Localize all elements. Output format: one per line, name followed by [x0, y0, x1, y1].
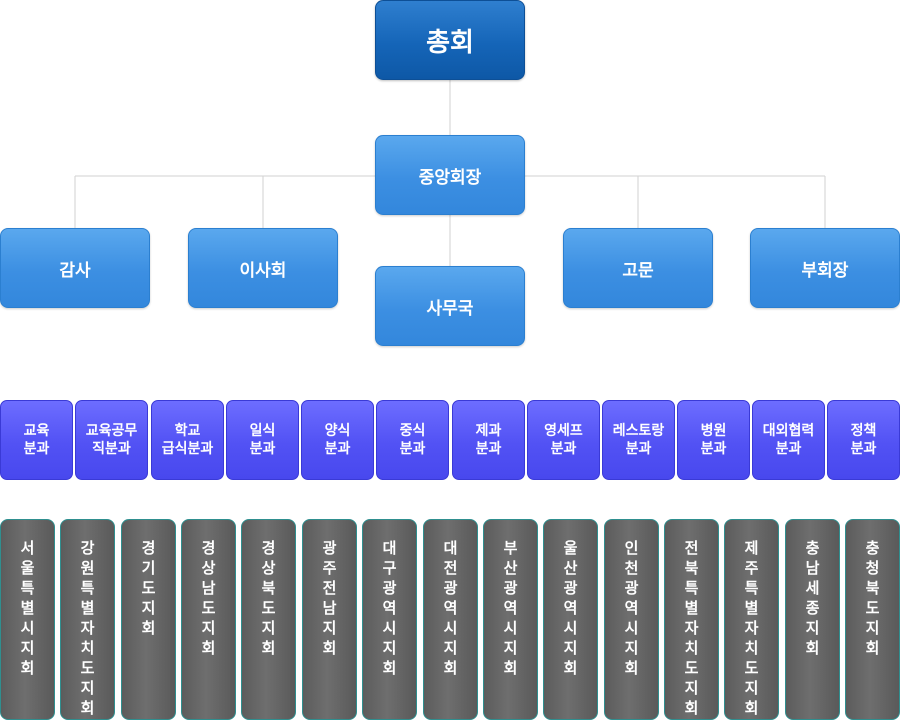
division-node[interactable]: 교육공무 직분과	[75, 400, 148, 480]
chairperson-label: 중앙회장	[418, 167, 482, 188]
division-node[interactable]: 정책 분과	[827, 400, 900, 480]
branch-label: 서울특별시지회	[20, 539, 35, 677]
branch-node[interactable]: 대전광역시지회	[423, 519, 478, 720]
division-label: 중식 분과	[399, 423, 426, 457]
board-label: 이사회	[239, 260, 287, 281]
division-label: 학교 급식분과	[161, 423, 214, 457]
branch-label: 전북특별자치도지회	[684, 539, 699, 717]
branch-node[interactable]: 대구광역시지회	[362, 519, 417, 720]
division-label: 교육 분과	[23, 423, 50, 457]
branch-node[interactable]: 제주특별자치도지회	[724, 519, 779, 720]
branch-label: 제주특별자치도지회	[744, 539, 759, 717]
chairperson-node[interactable]: 중앙회장	[375, 135, 525, 215]
division-label: 교육공무 직분과	[85, 423, 138, 457]
branch-node[interactable]: 강원특별자치도지회	[60, 519, 115, 720]
branch-label: 광주전남지회	[322, 539, 337, 657]
branch-node[interactable]: 광주전남지회	[302, 519, 357, 720]
advisor-label: 고문	[622, 260, 654, 281]
audit-label: 감사	[59, 260, 91, 281]
branch-node[interactable]: 전북특별자치도지회	[664, 519, 719, 720]
branch-node[interactable]: 충청북도지회	[845, 519, 900, 720]
general-assembly-node[interactable]: 총회	[375, 0, 525, 80]
division-node[interactable]: 영세프 분과	[527, 400, 600, 480]
division-node[interactable]: 대외협력 분과	[752, 400, 825, 480]
branch-label: 인천광역시지회	[624, 539, 639, 677]
branch-label: 대구광역시지회	[382, 539, 397, 677]
board-node[interactable]: 이사회	[188, 228, 338, 308]
general-assembly-label: 총회	[426, 27, 474, 58]
division-node[interactable]: 교육 분과	[0, 400, 73, 480]
division-node[interactable]: 양식 분과	[301, 400, 374, 480]
division-node[interactable]: 병원 분과	[677, 400, 750, 480]
division-label: 정책 분과	[850, 423, 877, 457]
branch-label: 경상북도지회	[261, 539, 276, 657]
division-label: 영세프 분과	[544, 423, 583, 457]
branch-label: 충남세종지회	[805, 539, 820, 657]
division-node[interactable]: 일식 분과	[226, 400, 299, 480]
audit-node[interactable]: 감사	[0, 228, 150, 308]
branch-label: 대전광역시지회	[443, 539, 458, 677]
division-node[interactable]: 제과 분과	[452, 400, 525, 480]
branch-node[interactable]: 인천광역시지회	[604, 519, 659, 720]
branch-node[interactable]: 부산광역시지회	[483, 519, 538, 720]
secretariat-label: 사무국	[426, 298, 474, 319]
branch-label: 부산광역시지회	[503, 539, 518, 677]
branch-label: 울산광역시지회	[563, 539, 578, 677]
division-label: 레스토랑 분과	[612, 423, 665, 457]
division-node[interactable]: 학교 급식분과	[151, 400, 224, 480]
branch-node[interactable]: 경상북도지회	[241, 519, 296, 720]
branch-label: 강원특별자치도지회	[80, 539, 95, 717]
branch-label: 경기도지회	[141, 539, 156, 637]
division-label: 제과 분과	[475, 423, 502, 457]
division-label: 양식 분과	[324, 423, 351, 457]
branch-label: 경상남도지회	[201, 539, 216, 657]
branch-label: 충청북도지회	[865, 539, 880, 657]
advisor-node[interactable]: 고문	[563, 228, 713, 308]
division-label: 병원 분과	[700, 423, 727, 457]
division-label: 일식 분과	[249, 423, 276, 457]
vice-chair-node[interactable]: 부회장	[750, 228, 900, 308]
branch-node[interactable]: 충남세종지회	[785, 519, 840, 720]
division-label: 대외협력 분과	[762, 423, 815, 457]
branch-node[interactable]: 울산광역시지회	[543, 519, 598, 720]
branch-node[interactable]: 서울특별시지회	[0, 519, 55, 720]
branch-node[interactable]: 경상남도지회	[181, 519, 236, 720]
division-node[interactable]: 중식 분과	[376, 400, 449, 480]
secretariat-node[interactable]: 사무국	[375, 266, 525, 346]
vice-chair-label: 부회장	[801, 260, 849, 281]
division-node[interactable]: 레스토랑 분과	[602, 400, 675, 480]
branch-node[interactable]: 경기도지회	[121, 519, 176, 720]
